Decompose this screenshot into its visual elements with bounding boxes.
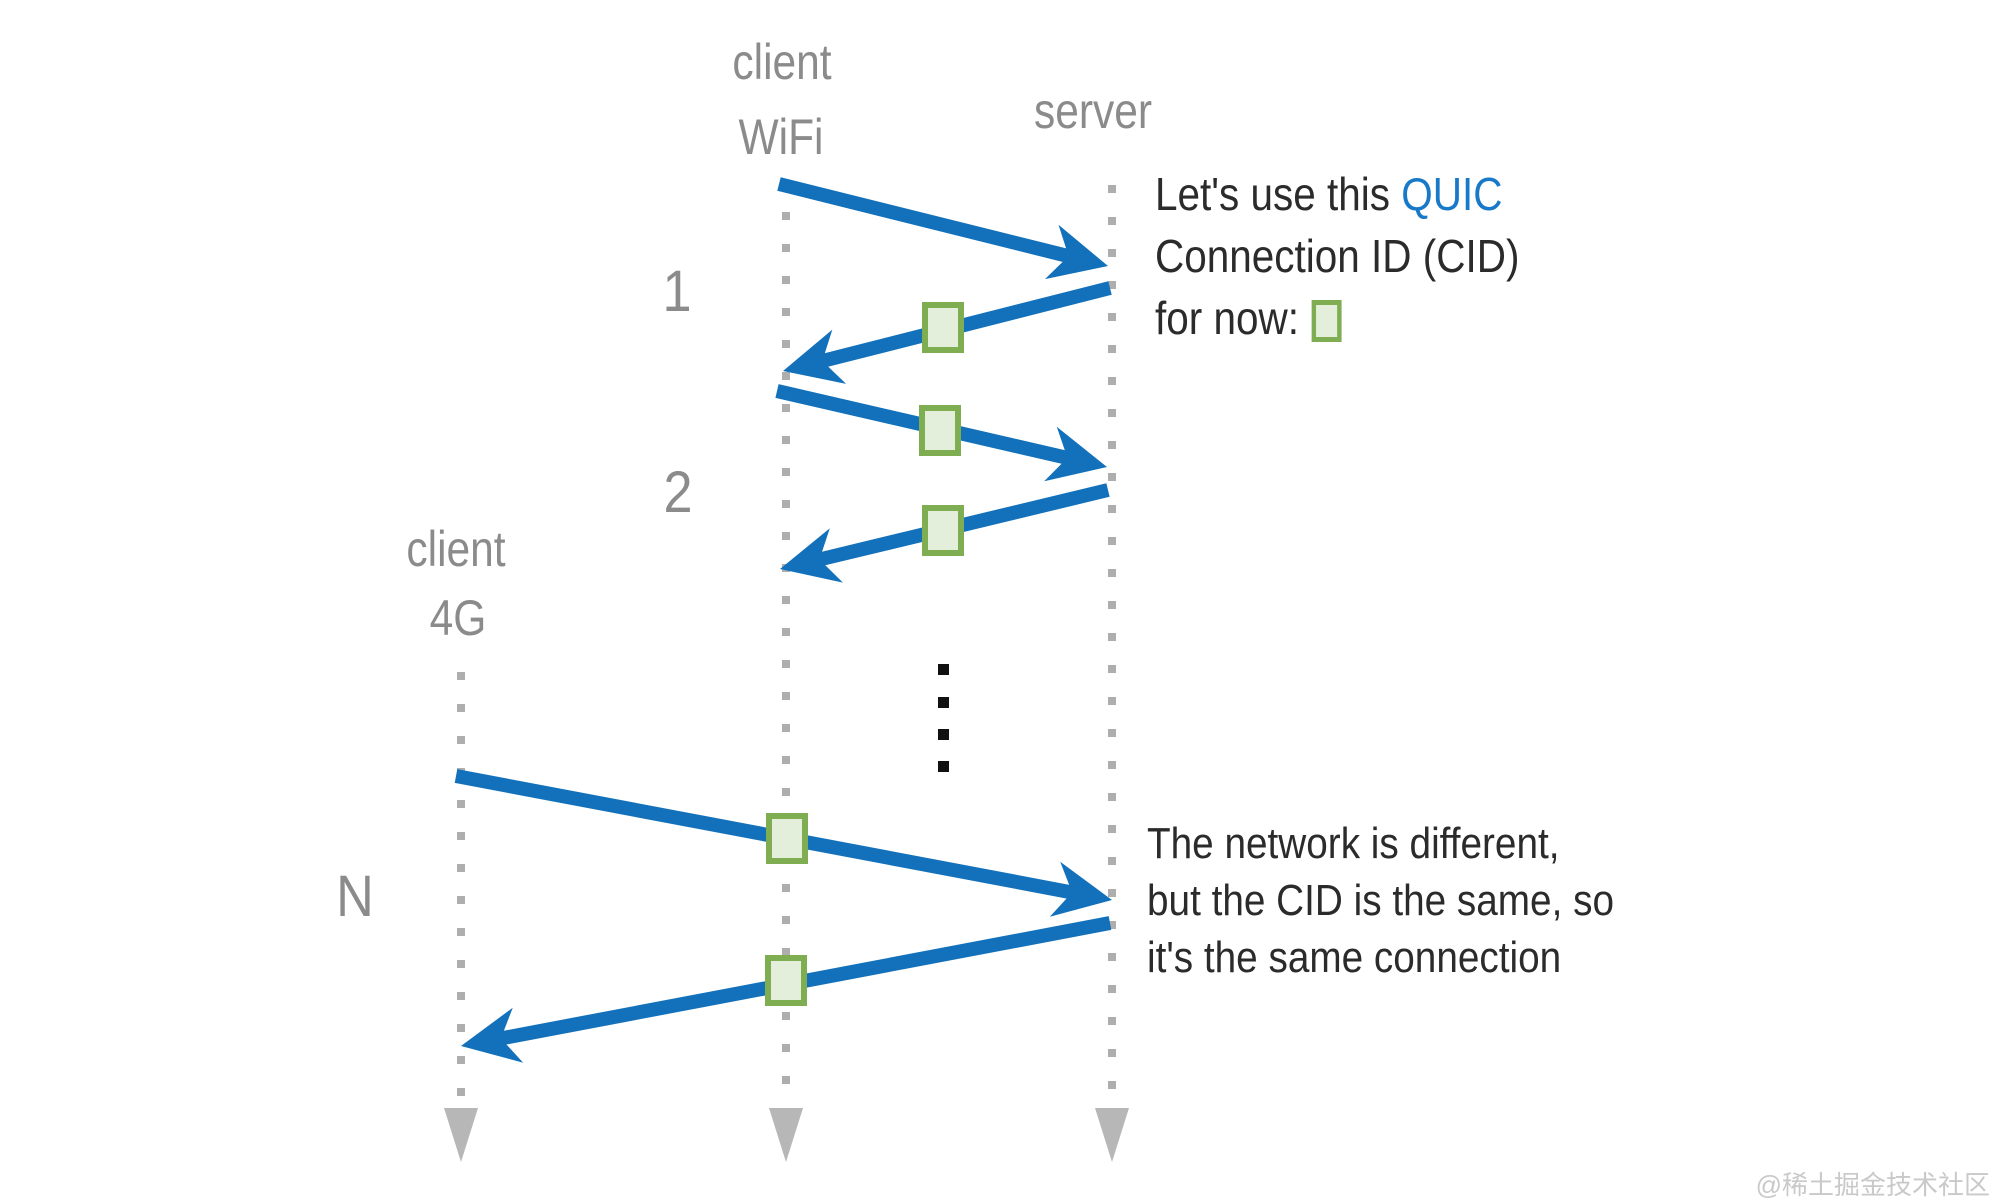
migration-note-line1: The network is different,	[1147, 819, 1560, 868]
cid-note: Let's use this QUIC Connection ID (CID) …	[1155, 163, 1519, 349]
quic-link[interactable]: QUIC	[1401, 168, 1503, 220]
arrow-rtn-response-head	[461, 1007, 524, 1063]
arrow-rt1-request-head	[1044, 224, 1108, 280]
arrow-rt2-response-head	[780, 528, 843, 583]
cid-note-line3: for now:	[1155, 287, 1519, 349]
arrow-rt2-request-head	[1044, 426, 1107, 482]
green-cid-square-icon-5	[765, 955, 807, 1006]
cid-note-line1-text: Let's use this	[1155, 168, 1402, 220]
lifeline-down-arrowhead-icon-lifeline-client-wifi	[769, 1108, 803, 1162]
lifeline-down-arrowhead-icon-lifeline-client-4g	[444, 1108, 478, 1162]
cid-note-line3-text: for now:	[1155, 292, 1300, 344]
arrow-rtn-request-shaft	[454, 769, 1074, 900]
cid-note-line2: Connection ID (CID)	[1155, 230, 1520, 282]
green-cid-square-icon-2	[919, 405, 961, 456]
arrow-rt1-response-shaft	[820, 281, 1112, 368]
vertical-ellipsis-dots-icon-1	[938, 664, 949, 675]
migration-note-line2: but the CID is the same, so	[1147, 876, 1615, 925]
lane-label-client-4g-line1: client	[406, 521, 506, 577]
round-trip-n-label: N	[336, 864, 374, 929]
green-cid-square-icon-4	[766, 813, 808, 864]
arrow-rt1-response-head	[783, 329, 847, 384]
lane-label-client-4g-line2: 4G	[429, 590, 487, 646]
round-trip-1-label: 1	[662, 259, 692, 324]
green-cid-square-icon	[1311, 300, 1342, 342]
lane-label-server: server	[1033, 83, 1153, 139]
migration-note-line3: it's the same connection	[1147, 933, 1562, 982]
vertical-ellipsis-dots-icon-3	[938, 729, 949, 740]
green-cid-square-icon-3	[922, 505, 964, 556]
arrow-rtn-request-head	[1049, 861, 1112, 917]
round-trip-2-label: 2	[663, 460, 693, 525]
lifeline-down-arrowhead-icon-lifeline-server	[1095, 1108, 1129, 1162]
watermark: @稀土掘金技术社区	[1755, 1170, 1990, 1200]
vertical-ellipsis-dots-icon-2	[938, 697, 949, 708]
cid-note-line1: Let's use this QUIC	[1155, 163, 1519, 225]
green-cid-square-icon-1	[922, 302, 964, 353]
migration-note: The network is different, but the CID is…	[1147, 815, 1614, 986]
lane-label-client-wifi-line2: WiFi	[738, 109, 824, 165]
arrow-rt1-request-shaft	[777, 177, 1071, 263]
lane-label-client-wifi-line1: client	[732, 34, 832, 90]
vertical-ellipsis-dots-icon-4	[938, 761, 949, 772]
